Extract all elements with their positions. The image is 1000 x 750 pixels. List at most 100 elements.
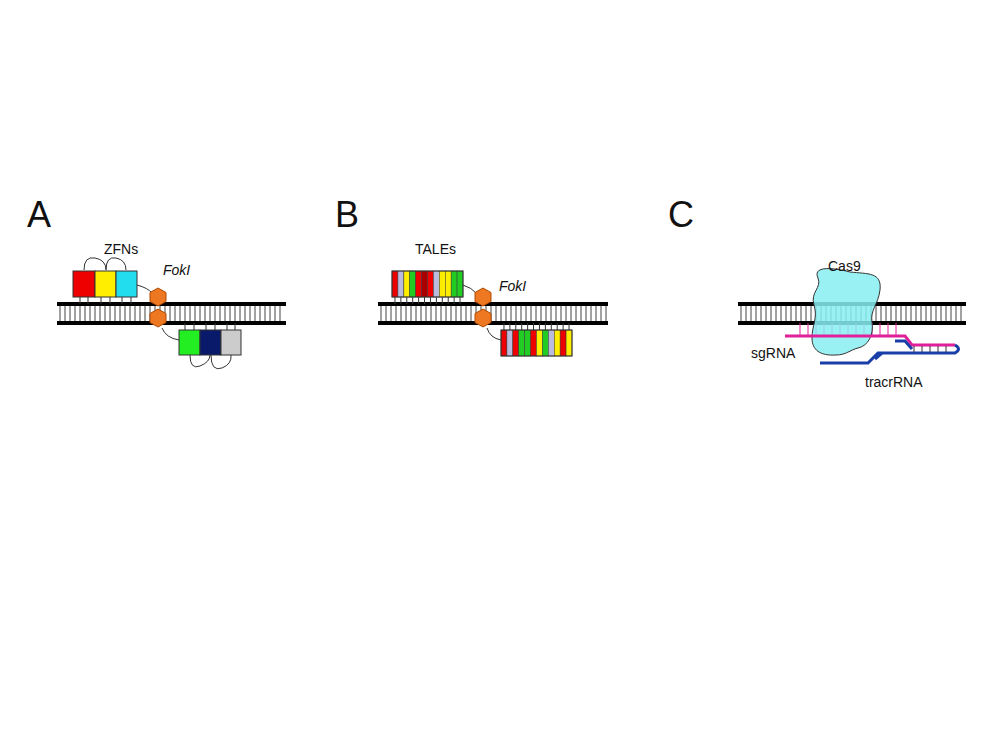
base-pair-tick	[601, 306, 602, 321]
base-pair-tick	[190, 306, 191, 321]
tale-repeat	[513, 330, 519, 356]
tale-contact	[442, 297, 443, 304]
base-pair-tick	[230, 306, 231, 321]
tale-contact	[503, 323, 504, 330]
base-pair-tick	[746, 306, 747, 321]
base-pair-tick	[115, 306, 116, 321]
tale-contact	[406, 297, 407, 304]
enzyme-label: FokI	[499, 279, 526, 293]
base-pair-tick	[75, 306, 76, 321]
tale-repeat	[422, 271, 428, 297]
tale-contact	[521, 323, 522, 330]
base-pair-tick	[391, 306, 392, 321]
base-pair-tick	[741, 306, 742, 321]
base-pair-tick	[496, 306, 497, 321]
tale-repeat	[507, 330, 513, 356]
base-pair-tick	[771, 306, 772, 321]
base-pair-tick	[451, 306, 452, 321]
base-pair-tick	[95, 306, 96, 321]
zfn-bottom	[162, 323, 241, 369]
base-pair-tick	[556, 306, 557, 321]
base-pair-tick	[581, 306, 582, 321]
base-pair-tick	[175, 306, 176, 321]
zfn-top	[73, 258, 152, 304]
enzyme-label: FokI	[163, 263, 190, 277]
tale-contact	[394, 297, 395, 304]
tale-repeat	[566, 330, 572, 356]
base-pair-tick	[526, 306, 527, 321]
base-pair-tick	[546, 306, 547, 321]
tale-contact	[454, 297, 455, 304]
base-pair-tick	[606, 306, 607, 321]
base-pair-tick	[776, 306, 777, 321]
base-pair-tick	[521, 306, 522, 321]
tale-contact	[545, 323, 546, 330]
panel-letter: C	[668, 197, 694, 233]
rna-label: sgRNA	[751, 346, 795, 360]
base-pair-tick	[751, 306, 752, 321]
tale-contact	[424, 297, 425, 304]
base-pair-tick	[135, 306, 136, 321]
base-pair-tick	[60, 306, 61, 321]
base-pair-tick	[906, 306, 907, 321]
base-pair-tick	[80, 306, 81, 321]
base-pair-tick	[170, 306, 171, 321]
tale-contact	[563, 323, 564, 330]
base-pair-tick	[105, 306, 106, 321]
tale-repeat	[531, 330, 537, 356]
base-pair-tick	[956, 306, 957, 321]
base-pair-tick	[140, 306, 141, 321]
tale-repeat	[542, 330, 548, 356]
base-pair-tick	[761, 306, 762, 321]
base-pair-tick	[235, 306, 236, 321]
base-pair-tick	[881, 306, 882, 321]
tale-repeat	[404, 271, 410, 297]
base-pair-tick	[250, 306, 251, 321]
base-pair-tick	[796, 306, 797, 321]
tale-contact	[430, 297, 431, 304]
dna-strand	[378, 321, 608, 325]
base-pair-tick	[511, 306, 512, 321]
base-pair-tick	[886, 306, 887, 321]
base-pair-tick	[145, 306, 146, 321]
base-pair-tick	[406, 306, 407, 321]
base-pair-tick	[531, 306, 532, 321]
base-pair-tick	[265, 306, 266, 321]
base-pair-tick	[416, 306, 417, 321]
tale-repeat	[398, 271, 404, 297]
base-pair-tick	[195, 306, 196, 321]
base-pair-tick	[431, 306, 432, 321]
base-pair-tick	[456, 306, 457, 321]
tale-repeat	[548, 330, 554, 356]
base-pair-tick	[65, 306, 66, 321]
dna-strand	[57, 321, 286, 325]
tale-repeat	[554, 330, 560, 356]
tale-repeat	[445, 271, 451, 297]
tale-repeat	[457, 271, 463, 297]
dna-strand	[57, 302, 286, 306]
base-pair-tick	[591, 306, 592, 321]
base-pair-tick	[586, 306, 587, 321]
protein-label: Cas9	[828, 259, 861, 273]
tale-contact	[400, 297, 401, 304]
base-pair-tick	[200, 306, 201, 321]
tale-repeat	[501, 330, 507, 356]
base-pair-tick	[811, 306, 812, 321]
base-pair-tick	[781, 306, 782, 321]
base-pair-tick	[245, 306, 246, 321]
base-pair-tick	[255, 306, 256, 321]
base-pair-tick	[436, 306, 437, 321]
base-pair-tick	[215, 306, 216, 321]
base-pair-tick	[501, 306, 502, 321]
tale-repeat	[410, 271, 416, 297]
tale-bottom	[487, 323, 572, 356]
base-pair-tick	[961, 306, 962, 321]
base-pair-tick	[426, 306, 427, 321]
base-pair-tick	[260, 306, 261, 321]
tale-contact	[527, 323, 528, 330]
base-pair-tick	[466, 306, 467, 321]
base-pair-tick	[421, 306, 422, 321]
base-pair-tick	[205, 306, 206, 321]
base-pair-tick	[506, 306, 507, 321]
